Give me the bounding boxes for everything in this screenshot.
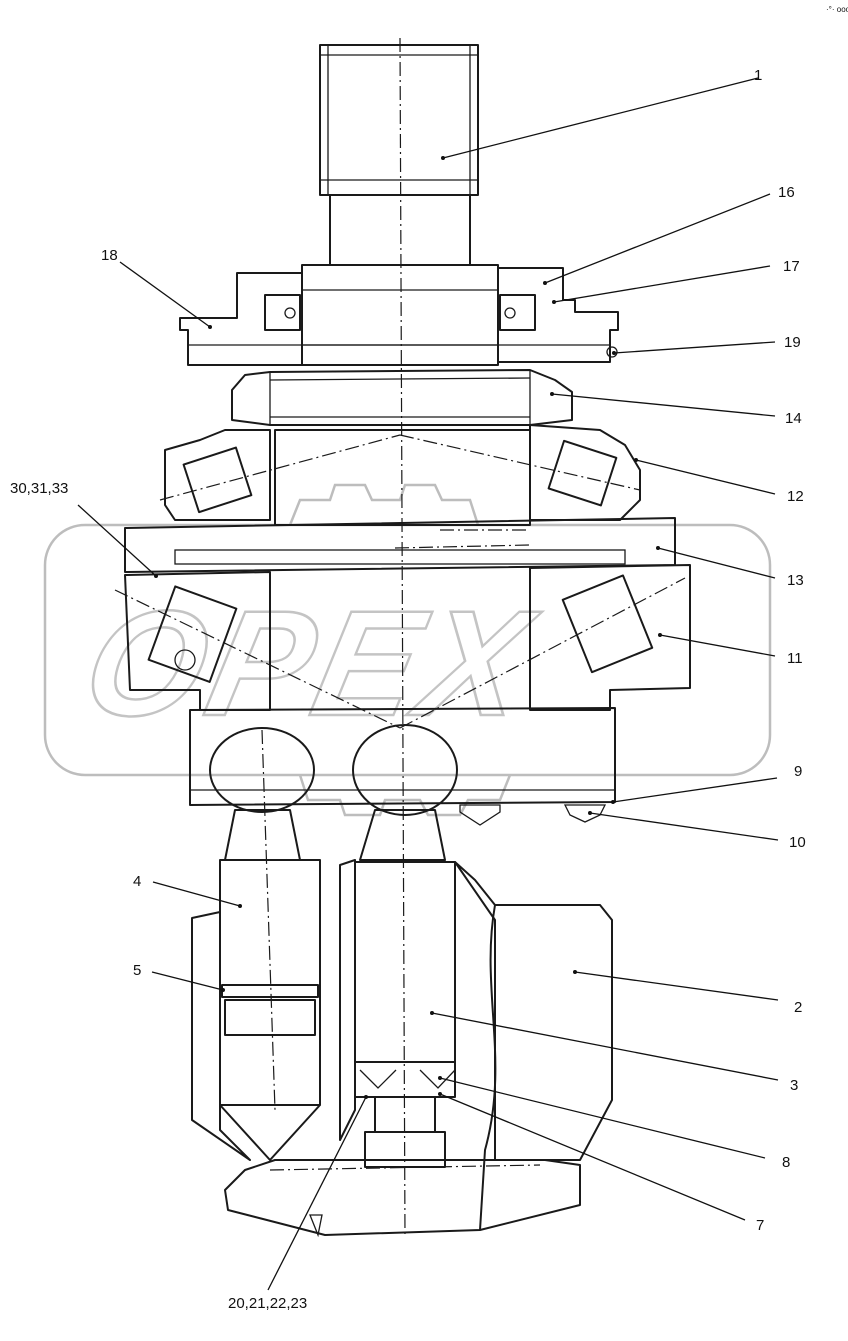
callout-30-31-33: 30,31,33 (10, 480, 68, 497)
callout-9: 9 (794, 763, 802, 780)
leader-lines (77, 77, 779, 1291)
callout-labels: 1 16 17 18 19 14 12 30,31,33 13 11 9 10 … (10, 67, 806, 1312)
shoe-plate-part-20 (224, 1159, 581, 1238)
housing-cover-part-18 (179, 267, 619, 366)
callout-1: 1 (754, 67, 762, 84)
callout-11: 11 (787, 650, 803, 667)
callout-3: 3 (790, 1077, 798, 1094)
piston-part-4 (209, 727, 321, 1161)
callout-5: 5 (133, 962, 141, 979)
main-centerline (399, 37, 406, 1239)
callout-8: 8 (782, 1154, 790, 1171)
callout-14: 14 (785, 410, 802, 427)
callout-18: 18 (101, 247, 118, 264)
callout-16: 16 (778, 184, 795, 201)
callout-20-21-22-23: 20,21,22,23 (228, 1295, 307, 1312)
callout-4: 4 (133, 873, 141, 890)
callout-7: 7 (756, 1217, 764, 1234)
callout-13: 13 (787, 572, 804, 589)
swash-bearing-part-12 (159, 424, 641, 526)
opex-watermark: OPEX (43, 483, 772, 817)
watermark-text: OPEX (71, 581, 549, 748)
callout-2: 2 (794, 999, 802, 1016)
callout-17: 17 (783, 258, 800, 275)
callout-19: 19 (784, 334, 801, 351)
callout-12: 12 (787, 488, 804, 505)
corner-mark: ·°· ooo (826, 5, 848, 14)
callout-10: 10 (789, 834, 806, 851)
cylinder-block-part-2 (191, 859, 613, 1231)
bearing-ring-part-14 (231, 369, 573, 426)
